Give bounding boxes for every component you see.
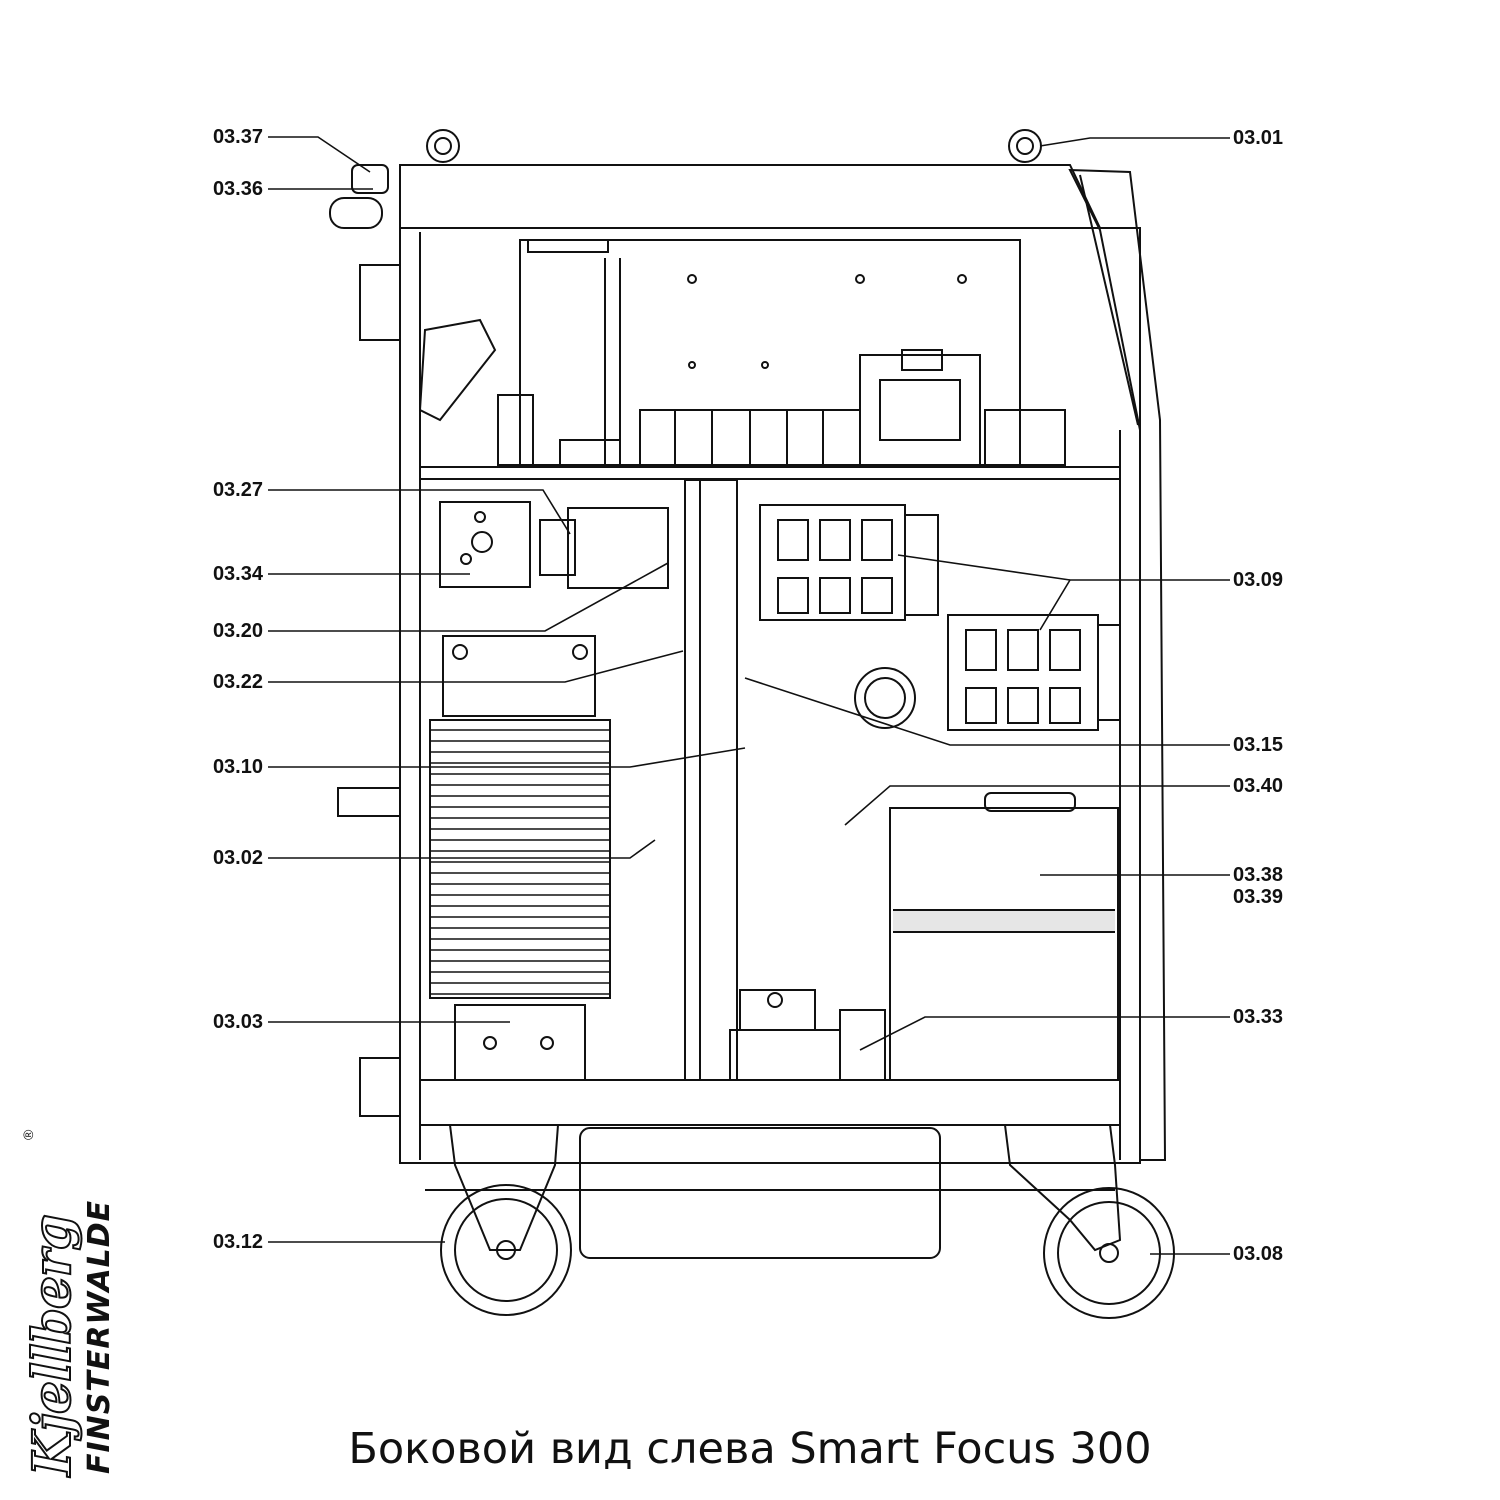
callout-03-27: 03.27 [212,479,263,501]
main-frame [399,227,1141,1164]
front-panel [1068,168,1167,1161]
leader-lines [268,136,1230,1255]
lifting-eye-right [1008,129,1042,163]
mounting-plate [442,635,596,717]
brand-registered-mark: ® [20,1129,36,1140]
upper-compartment [418,239,1066,466]
contactor-lower [947,614,1121,731]
callout-03-36: 03.36 [212,178,263,200]
top-cover [399,164,1102,229]
diagram-caption: Боковой вид слева Smart Focus 300 [348,1424,1152,1474]
callout-03-02: 03.02 [212,847,263,869]
base-chassis [419,1079,1121,1126]
coolant-tank [889,792,1119,1081]
callout-03-20: 03.20 [212,620,263,642]
lifting-eye-left [426,129,460,163]
callout-03-38: 03.38 [1233,864,1284,886]
pump-motor [729,1029,841,1081]
callout-03-40: 03.40 [1233,775,1284,797]
callout-03-37: 03.37 [212,126,263,148]
callout-03-09: 03.09 [1233,569,1284,591]
callout-03-03: 03.03 [212,1011,263,1033]
middle-shelf [419,466,1121,480]
callout-03-34: 03.34 [212,563,263,585]
callout-03-08: 03.08 [1233,1243,1284,1265]
callout-03-33: 03.33 [1233,1006,1284,1028]
front-wheel [1004,1124,1175,1319]
rear-wheel [440,1124,572,1316]
valve-block [439,501,669,589]
callout-03-12: 03.12 [212,1231,263,1253]
gas-knob [351,164,389,194]
callout-03-15: 03.15 [1233,734,1284,756]
cable-grommet [854,667,916,729]
cart-frame [579,1127,941,1259]
callout-03-22: 03.22 [212,671,263,693]
left-handle [329,197,383,229]
callout-03-01: 03.01 [1233,127,1284,149]
vertical-rail [684,479,738,1081]
contactor-upper [759,504,939,621]
callout-03-39: 03.39 [1233,886,1284,908]
callout-03-10: 03.10 [212,756,263,778]
transformer [454,1004,586,1081]
heat-sink [429,719,611,999]
